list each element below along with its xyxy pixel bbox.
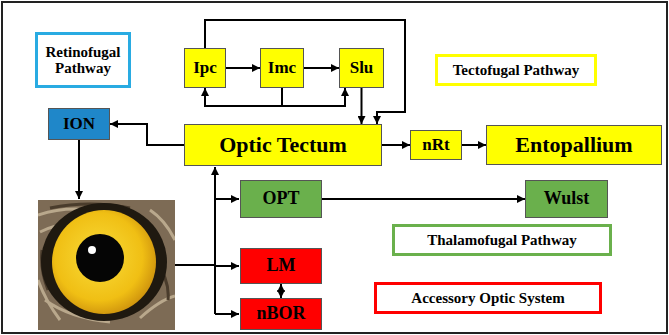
pathway-label: Retinofugal Pathway bbox=[35, 32, 131, 88]
connector-arrow bbox=[382, 144, 410, 146]
nucleus-box: Slu bbox=[339, 48, 384, 88]
node-text: Optic Tectum bbox=[219, 133, 347, 157]
pathway-label: Thalamofugal Pathway bbox=[392, 224, 612, 256]
eye-highlight bbox=[88, 246, 96, 254]
nucleus-box: Ipc bbox=[184, 48, 226, 88]
nucleus-box: LM bbox=[240, 248, 322, 284]
nucleus-box: nRt bbox=[410, 130, 462, 160]
connector-arrow bbox=[110, 124, 184, 145]
nucleus-box: ION bbox=[48, 108, 110, 140]
eye-rim bbox=[41, 203, 167, 321]
iris bbox=[52, 210, 156, 314]
ion-to-retina-arrow bbox=[78, 140, 80, 199]
connector-arrow bbox=[280, 284, 282, 298]
owl-eye-photo bbox=[38, 200, 175, 330]
nucleus-box: Optic Tectum bbox=[184, 124, 382, 166]
node-text: ION bbox=[63, 115, 95, 134]
connector-arrow bbox=[462, 144, 486, 146]
nucleus-box: Wulst bbox=[525, 180, 608, 218]
optic-nerve-line bbox=[175, 264, 215, 266]
nucleus-box: Entopallium bbox=[486, 125, 662, 165]
retina-to-nbor-arrow bbox=[215, 313, 239, 315]
node-text: Entopallium bbox=[515, 133, 632, 157]
connector-arrow bbox=[322, 198, 525, 200]
node-text: nBOR bbox=[256, 304, 305, 324]
node-text: Accessory Optic System bbox=[411, 290, 564, 307]
node-text: OPT bbox=[262, 189, 299, 209]
feather-ground bbox=[38, 200, 175, 330]
node-text: Ipc bbox=[193, 59, 217, 78]
node-text: Imc bbox=[268, 59, 296, 78]
node-text: nRt bbox=[422, 136, 449, 155]
node-text: Tectofugal Pathway bbox=[453, 62, 580, 79]
pupil bbox=[76, 234, 124, 282]
retina-to-opt-arrow bbox=[215, 198, 239, 200]
node-text: Thalamofugal Pathway bbox=[427, 232, 577, 249]
connector-arrow bbox=[205, 20, 405, 124]
nucleus-box: OPT bbox=[240, 180, 322, 218]
nucleus-box: Imc bbox=[260, 48, 304, 88]
connector-arrow bbox=[282, 88, 345, 106]
connector-arrow bbox=[361, 88, 363, 124]
connector-arrow bbox=[226, 67, 260, 69]
retina-to-lm-arrow bbox=[215, 265, 239, 267]
connector-arrow bbox=[205, 88, 282, 106]
retinal-projections bbox=[79, 140, 239, 314]
node-text: Retinofugal Pathway bbox=[42, 44, 124, 77]
node-text: Slu bbox=[350, 59, 374, 78]
node-text: Wulst bbox=[544, 189, 590, 209]
pathway-label: Accessory Optic System bbox=[374, 282, 602, 314]
node-text: LM bbox=[267, 256, 296, 276]
connector-arrow bbox=[304, 67, 339, 69]
pathway-label: Tectofugal Pathway bbox=[435, 54, 597, 86]
nucleus-box: nBOR bbox=[240, 298, 322, 330]
retina-to-tectum-arrow bbox=[214, 167, 216, 314]
